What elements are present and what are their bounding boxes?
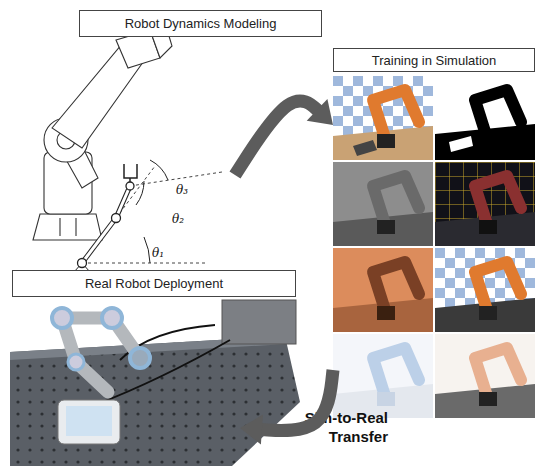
arrow-shaft (256, 370, 333, 431)
sim-thumbnail (435, 162, 535, 246)
thumb-robot-base (377, 134, 395, 148)
kinematic-schematic (74, 160, 222, 272)
transition-arrow (235, 99, 333, 175)
thumb-robot (373, 262, 419, 310)
reference-line (82, 263, 205, 264)
joint-circle (78, 259, 87, 268)
angle-label: θ₁ (152, 246, 164, 260)
thumb-floor (435, 334, 535, 418)
cable (95, 340, 230, 405)
thumb-robot (475, 348, 521, 396)
link-fill (82, 218, 116, 263)
robot-joint-cap (102, 308, 122, 328)
optical-table (10, 336, 300, 466)
sim-thumbnail (333, 248, 433, 332)
sim-thumbnail (333, 334, 433, 418)
thumb-robot-base (377, 306, 395, 320)
teach-pendant (58, 400, 120, 444)
thumb-floor (333, 334, 433, 418)
thumb-floor (333, 162, 433, 246)
link-outline (116, 186, 130, 218)
joint-circle (112, 214, 121, 223)
sim-thumbnail (435, 76, 535, 160)
link-outline (82, 218, 116, 263)
thumb-robot-base (479, 392, 497, 406)
thumb-floor (333, 248, 433, 332)
sim-thumbnail (435, 248, 535, 332)
robot-joint-cap (52, 308, 72, 328)
robot-arm (62, 318, 140, 392)
thumb-floor (333, 76, 433, 160)
panel-heading: Real Robot Deployment (12, 270, 296, 297)
thumb-robot (475, 176, 521, 224)
sim-thumbnail (333, 162, 433, 246)
robot-joint-cap (68, 354, 84, 370)
thumb-robot-base (479, 220, 497, 234)
arrow-head (240, 415, 263, 445)
thumb-tray (449, 136, 473, 152)
robot-sketch (33, 26, 172, 240)
joint-circle (126, 182, 134, 190)
panel-node: Real Robot Deployment (10, 270, 240, 466)
gripper (124, 164, 137, 178)
control-box (222, 300, 296, 344)
thumb-robot (373, 348, 419, 396)
thumb-floor (435, 76, 535, 160)
robot-photo (10, 300, 300, 466)
robot-joint-cap (130, 348, 150, 368)
thumb-tray (353, 140, 377, 156)
thumb-robot-base (377, 392, 395, 406)
connector-label: Sim-to-Real Transfer (296, 408, 388, 446)
transition-arrow (240, 370, 333, 444)
panel-heading: Robot Dynamics Modeling (79, 10, 322, 37)
thumb-robot-base (377, 220, 395, 234)
angle-label: θ₃ (176, 183, 188, 197)
angle-arc (144, 237, 150, 263)
thumb-robot (373, 176, 419, 224)
panel-node: Training in Simulation (333, 48, 535, 420)
thumb-robot-base (479, 306, 497, 320)
panel-node: Robot Dynamics Modeling (20, 10, 235, 245)
pendant-screen (66, 406, 112, 436)
thumb-floor (435, 162, 535, 246)
panel-heading: Training in Simulation (333, 48, 535, 72)
arrow-head (307, 99, 333, 125)
robot-base (33, 214, 102, 240)
reference-line (116, 166, 155, 218)
robot-detail (60, 218, 76, 236)
thumb-robot (475, 262, 521, 310)
angle-arc (150, 160, 168, 180)
angle-label: θ₂ (172, 212, 184, 226)
arrow-shaft (235, 101, 321, 175)
sim-thumbnail (435, 334, 535, 418)
thumb-floor (435, 248, 535, 332)
angle-arc (136, 181, 144, 205)
thumb-robot (373, 90, 419, 138)
sim-thumbnail (333, 76, 433, 160)
thumb-robot (475, 90, 521, 138)
link-fill (116, 186, 130, 218)
